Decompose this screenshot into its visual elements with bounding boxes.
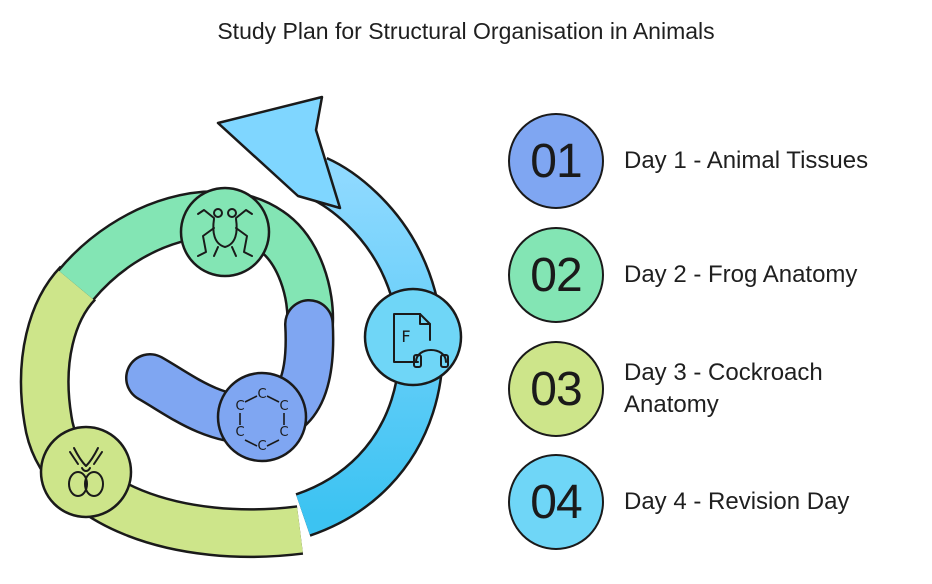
step-day-1: 01 Day 1 - Animal Tissues: [508, 113, 914, 209]
frog-icon: [179, 186, 271, 278]
document-headphones-icon: F: [363, 287, 463, 387]
step-number-badge: 04: [508, 454, 604, 550]
step-day-2: 02 Day 2 - Frog Anatomy: [508, 227, 914, 323]
arrow-head: [216, 95, 342, 210]
step-day-3: 03 Day 3 - Cockroach Anatomy: [508, 341, 864, 437]
step-number-badge: 03: [508, 341, 604, 437]
step-label: Day 4 - Revision Day: [624, 488, 850, 515]
step-label: Day 2 - Frog Anatomy: [624, 261, 858, 288]
step-number-badge: 01: [508, 113, 604, 209]
atom-label: C: [257, 439, 266, 454]
atom-label: C: [279, 425, 288, 440]
document-letter: F: [401, 327, 410, 346]
step-number-badge: 02: [508, 227, 604, 323]
atom-label: C: [235, 425, 244, 440]
hexagon-molecule-icon: C C C C C C: [216, 371, 308, 463]
step-label: Day 3 - Cockroach Anatomy: [624, 359, 823, 418]
step-day-4: 04 Day 4 - Revision Day: [508, 454, 914, 550]
page-title: Study Plan for Structural Organisation i…: [217, 18, 715, 44]
atom-label: C: [279, 399, 288, 414]
cockroach-icon: [39, 425, 133, 519]
step-label: Day 1 - Animal Tissues: [624, 147, 869, 174]
atom-label: C: [257, 387, 266, 402]
atom-label: C: [235, 399, 244, 414]
